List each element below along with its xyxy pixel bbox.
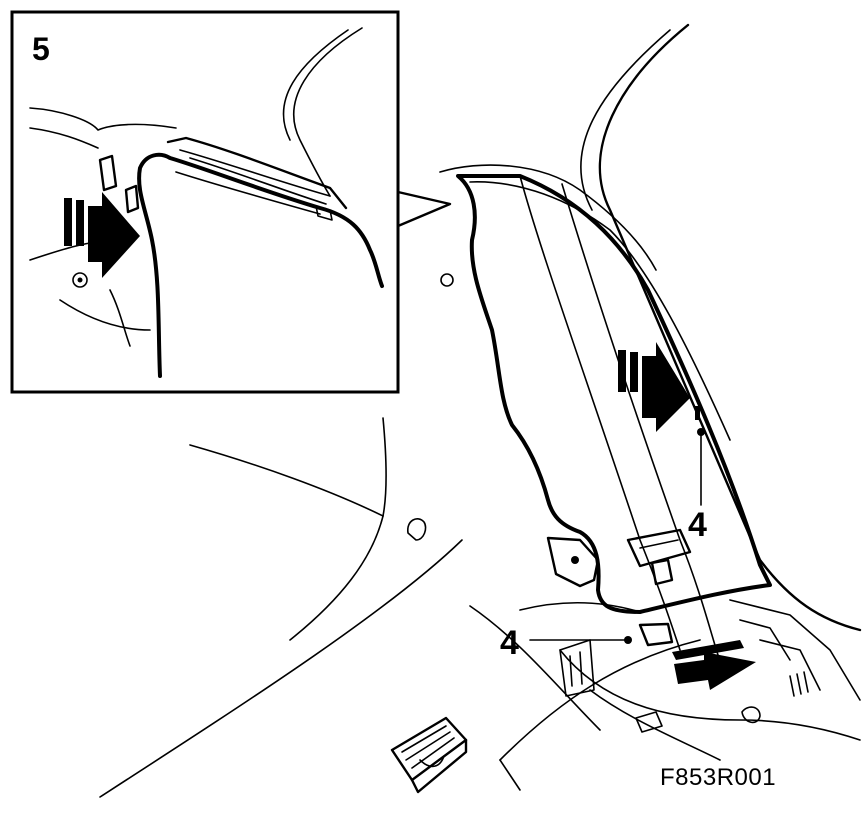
- lower-mounting-tab: [546, 536, 600, 588]
- lower-body-line-2: [559, 649, 861, 741]
- pull-arrow-icon: [672, 640, 756, 690]
- callout-label-lower: 4: [500, 624, 519, 662]
- lower-body-line-3: [469, 605, 601, 731]
- inset-trim-seam: [175, 171, 321, 215]
- detail-inset: 5: [10, 10, 452, 394]
- inset-window-outer: [292, 27, 363, 197]
- callout-label-upper: 4: [688, 506, 707, 544]
- inset-clip-tab: [98, 154, 333, 221]
- trunk-hinge-mechanism: [729, 599, 861, 724]
- pillar-trim-panel: [456, 174, 772, 614]
- inset-step-number: 5: [32, 31, 50, 67]
- callout-lower: 4: [500, 624, 629, 662]
- inset-floor-line-2: [59, 299, 151, 331]
- floor-curve: [99, 539, 463, 798]
- lower-body-line-4: [499, 639, 701, 761]
- push-arrow-icon: [618, 342, 700, 432]
- seat-belt-strap-left: [519, 175, 681, 651]
- push-arrow-icon: [64, 192, 140, 278]
- lower-body-line-6: [499, 759, 521, 791]
- inset-trim-rail: [166, 136, 348, 210]
- seat-belt-buckle-icon: [626, 528, 692, 586]
- lower-body-line-1: [519, 601, 641, 613]
- pillar-trim-inner-edge: [469, 181, 731, 441]
- lower-body-line-5: [589, 689, 721, 761]
- seat-belt-strap-right: [561, 183, 719, 656]
- window-frame-outer: [598, 23, 862, 632]
- floor-bolt-icon: [407, 518, 427, 541]
- inset-trim-panel: [137, 152, 384, 378]
- body-hole-icon: [440, 273, 454, 287]
- inset-screw-icon: [72, 272, 88, 288]
- window-frame-inner: [580, 29, 671, 211]
- trim-clip-icon: [390, 716, 468, 794]
- inset-trim-rail-lines: [179, 149, 331, 205]
- slotted-bracket: [559, 639, 595, 697]
- figure-id: F853R001: [660, 764, 776, 791]
- lower-clip-location: [624, 622, 674, 647]
- inset-pointer: [396, 190, 452, 228]
- main-illustration: 4 4: [99, 23, 862, 798]
- floor-tab: [635, 711, 663, 733]
- inset-floor-line-3: [109, 289, 131, 347]
- floor-inner-curve: [289, 515, 384, 641]
- inset-window-inner: [282, 29, 349, 141]
- callout-upper: 4: [688, 428, 707, 544]
- floor-edge: [189, 444, 384, 517]
- floor-edge-2: [382, 417, 387, 517]
- inset-body-lower: [29, 127, 99, 149]
- pillar-upper-contour: [439, 164, 657, 271]
- inset-body-contour: [29, 107, 177, 131]
